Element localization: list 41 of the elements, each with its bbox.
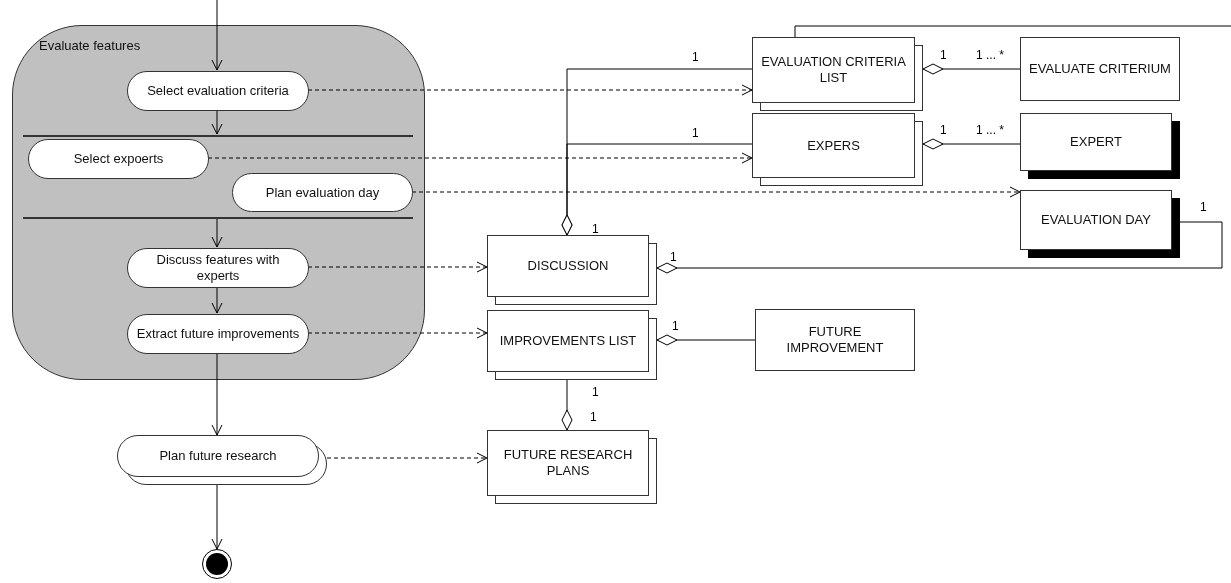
multiplicity-label: 1 [670, 250, 677, 264]
dashed-arrow [326, 452, 488, 464]
edge-label: 1 [590, 385, 601, 399]
dashed-arrow [307, 84, 753, 96]
dashed-arrow [207, 152, 753, 164]
action-node: Extract future improvements [127, 314, 309, 354]
edge-label: 1 [670, 319, 681, 333]
action-node: Select expoerts [28, 139, 209, 179]
arrow [211, 0, 223, 71]
object-box: FUTURE IMPROVEMENT [755, 309, 915, 371]
connector-line [794, 25, 1231, 38]
dashed-arrow [307, 327, 488, 339]
aggregation-line [922, 138, 1021, 150]
dashed-arrow [307, 261, 488, 273]
multiplicity-label: 1 [940, 48, 947, 62]
dashed-arrow [411, 186, 1021, 198]
aggregation-line [922, 63, 1021, 75]
aggregation-line [561, 143, 753, 236]
edge-label: 1 ... * [974, 123, 1006, 137]
aggregation-line [561, 379, 573, 431]
arrow [211, 217, 223, 248]
edge-label: 1 ... * [974, 48, 1006, 62]
action-node: Discuss features with experts [127, 248, 309, 288]
edge-label: 1 [1198, 200, 1209, 214]
action-node: Plan evaluation day [232, 173, 413, 212]
multiplicity-label: 1 [592, 222, 599, 236]
action-node: Select evaluation criteria [127, 71, 309, 111]
edge-label: 1 [690, 126, 701, 140]
aggregation-line [656, 334, 756, 346]
aggregation-line [656, 221, 1223, 274]
arrow [211, 352, 223, 436]
activity-region [12, 25, 425, 380]
region-title: Evaluate features [39, 38, 141, 53]
edge-label: 1 [690, 50, 701, 64]
arrow [211, 109, 223, 135]
multiplicity-label: 1 [590, 410, 597, 424]
multiplicity-label: 1 [940, 123, 947, 137]
arrow [211, 484, 223, 550]
final-node [202, 549, 232, 579]
arrow [211, 286, 223, 314]
object-box: EVALUATE CRITERIUM [1020, 37, 1180, 101]
